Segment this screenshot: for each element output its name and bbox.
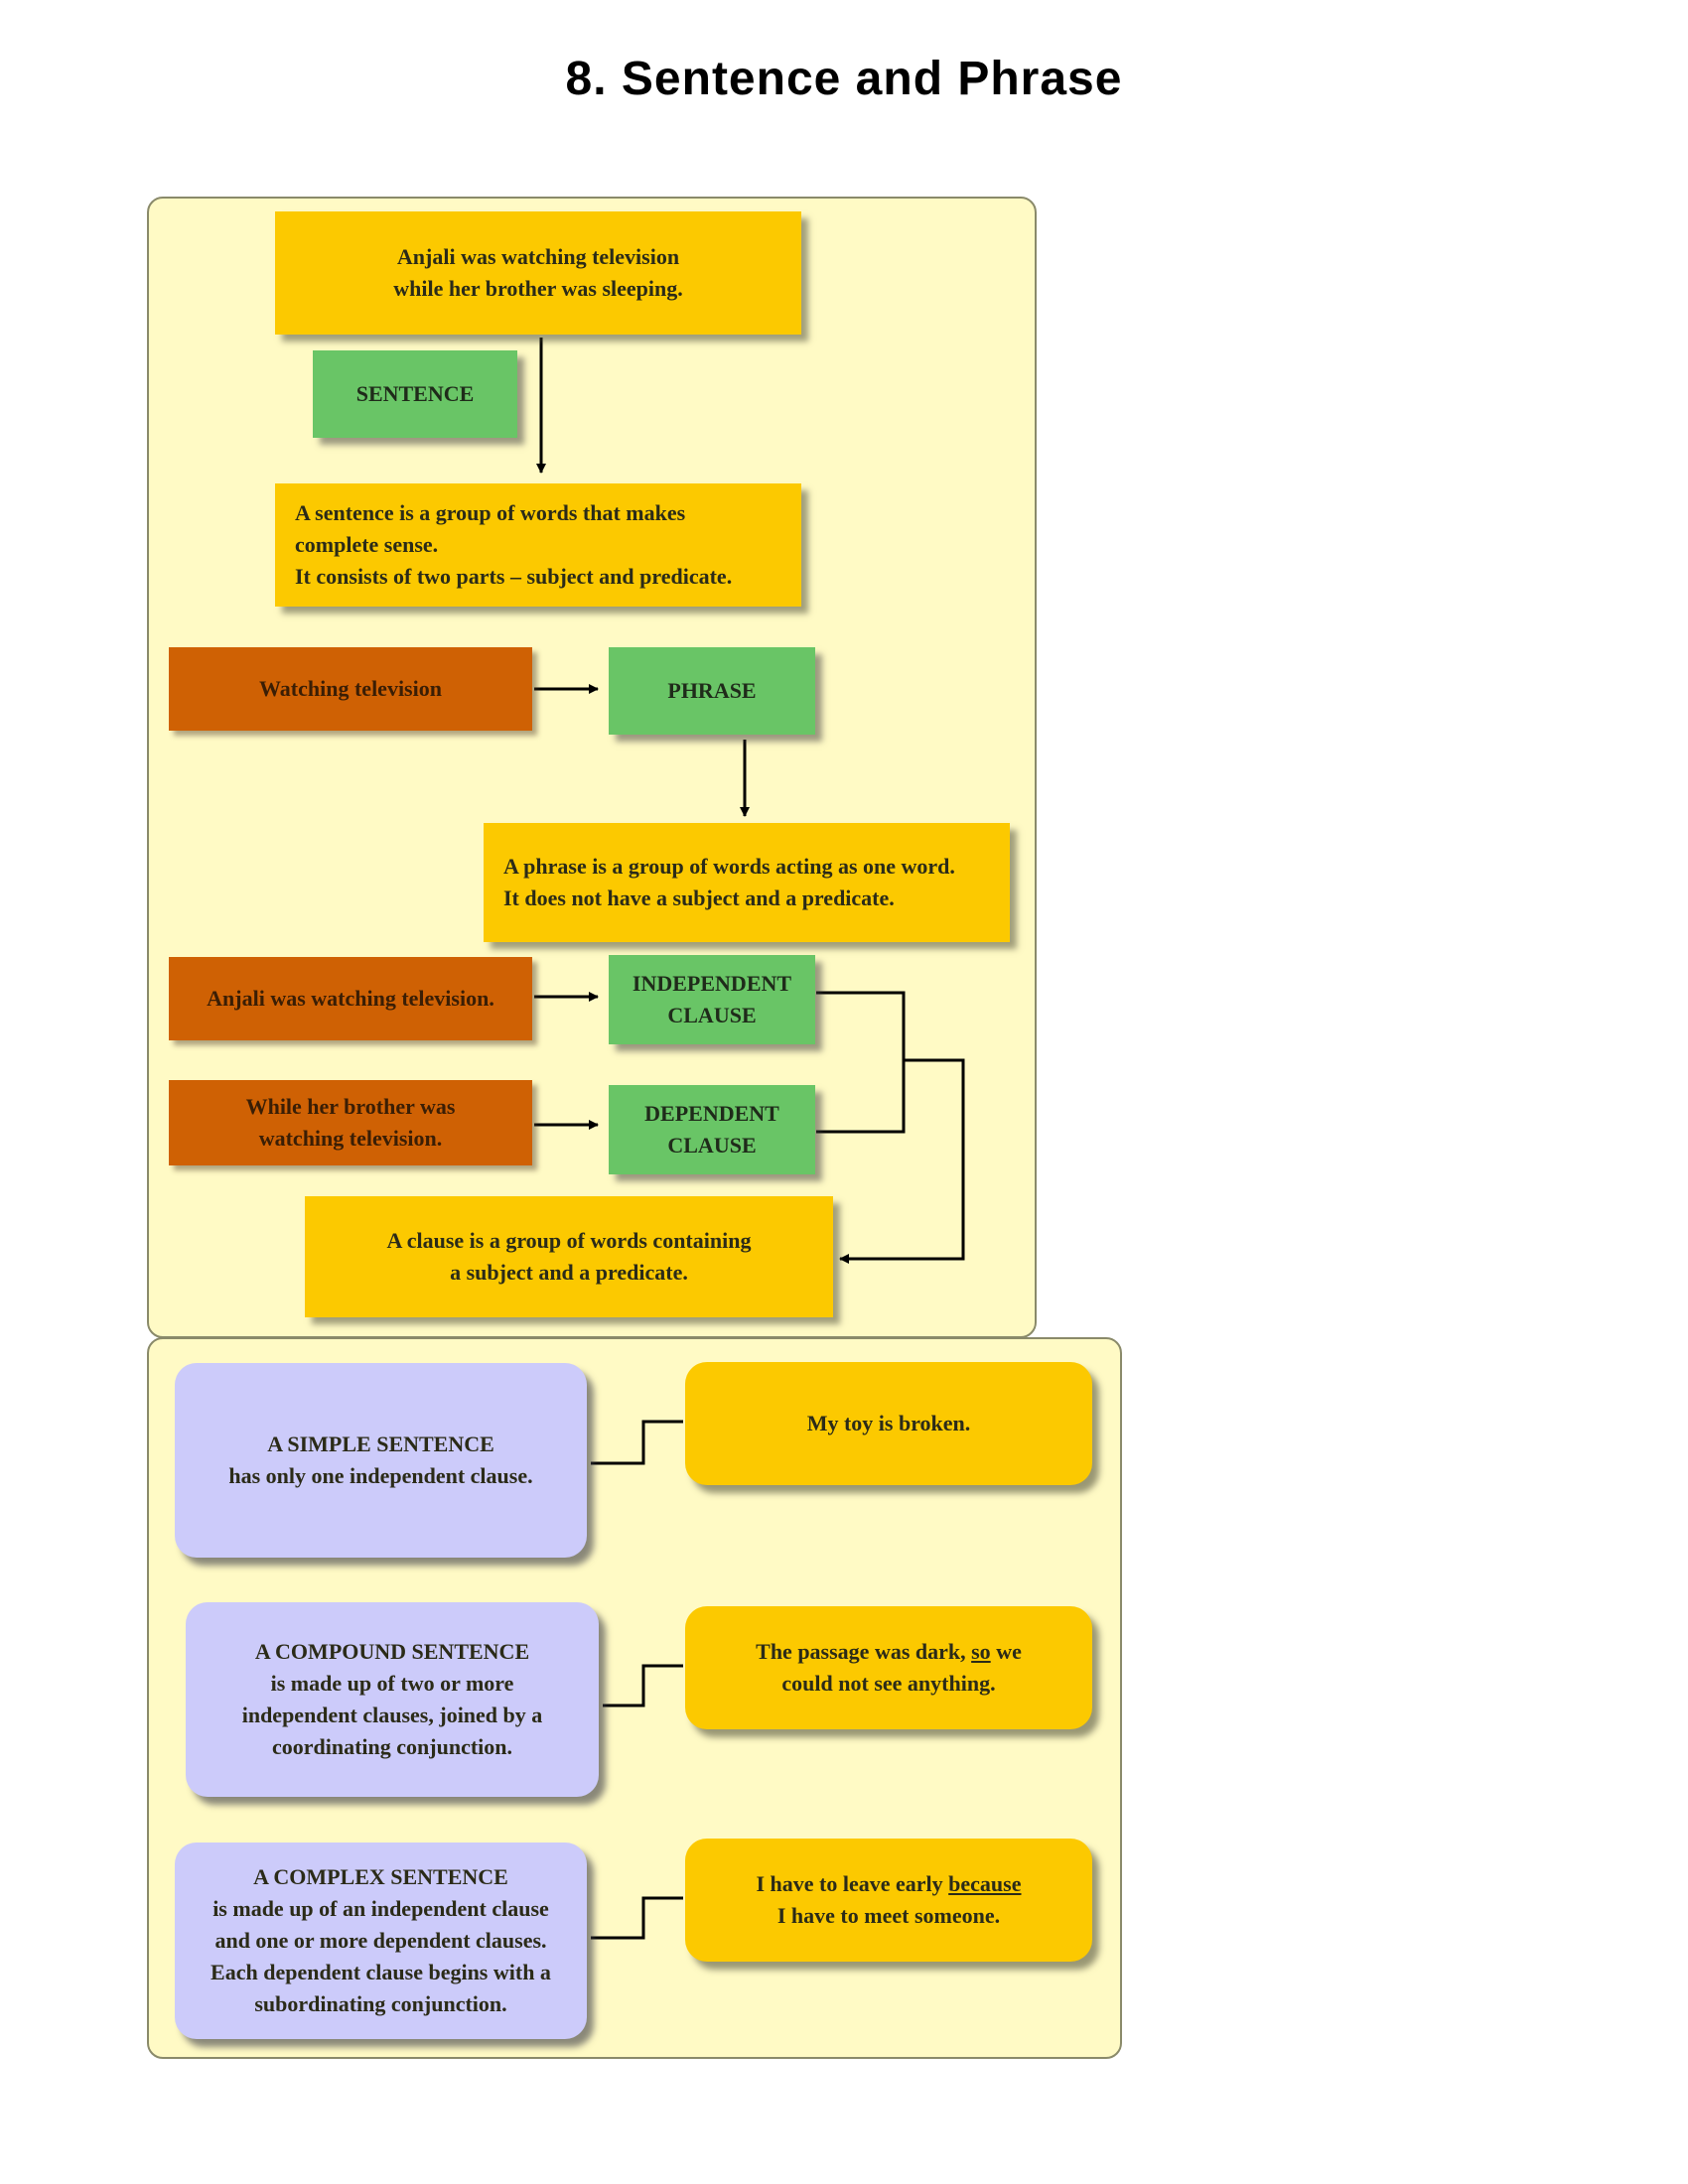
complex-sentence-example: I have to leave early because I have to …	[685, 1839, 1092, 1962]
definition-line: A SIMPLE SENTENCE	[267, 1432, 494, 1456]
definition-line: Each dependent clause begins with a	[211, 1960, 551, 1984]
example-line: could not see anything.	[781, 1671, 996, 1696]
definition-line: A COMPOUND SENTENCE	[254, 1639, 530, 1664]
dependent-example-line: watching television.	[258, 1126, 443, 1151]
definition-line: is made up of two or more	[270, 1671, 514, 1696]
sentence-definition-line: It consists of two parts – subject and p…	[295, 564, 733, 589]
example-text: I have to leave early	[756, 1871, 949, 1896]
simple-sentence-example: My toy is broken.	[685, 1362, 1092, 1485]
dependent-clause-box: DEPENDENT CLAUSE	[609, 1085, 815, 1174]
definition-line: and one or more dependent clauses.	[214, 1928, 547, 1953]
example-text: we	[990, 1639, 1022, 1664]
compound-sentence-definition: A COMPOUND SENTENCE is made up of two or…	[186, 1602, 599, 1797]
phrase-definition-line: It does not have a subject and a predica…	[503, 886, 895, 910]
clause-definition-line: A clause is a group of words containing	[386, 1228, 752, 1253]
clause-definition-box: A clause is a group of words containing …	[305, 1196, 833, 1317]
phrase-example-box: Watching television	[169, 647, 532, 731]
dependent-clause-label: DEPENDENT	[644, 1101, 779, 1126]
page-title: 8. Sentence and Phrase	[565, 53, 1123, 105]
phrase-label-box: PHRASE	[609, 647, 815, 735]
independent-clause-label: CLAUSE	[667, 1003, 757, 1027]
example-sentence-line: Anjali was watching television	[396, 244, 680, 269]
flow-panel	[147, 197, 1037, 1338]
definition-line: coordinating conjunction.	[271, 1734, 513, 1759]
independent-example: Anjali was watching television.	[207, 986, 494, 1011]
phrase-label: PHRASE	[667, 678, 757, 703]
definition-line: subordinating conjunction.	[254, 1991, 507, 2016]
sentence-definition-line: A sentence is a group of words that make…	[295, 500, 686, 525]
sentence-definition-box: A sentence is a group of words that make…	[275, 483, 801, 607]
example-line: My toy is broken.	[807, 1408, 971, 1439]
complex-sentence-definition: A COMPLEX SENTENCE is made up of an inde…	[175, 1843, 587, 2039]
definition-line: independent clauses, joined by a	[241, 1703, 543, 1727]
independent-example-box: Anjali was watching television.	[169, 957, 532, 1040]
example-line: I have to meet someone.	[776, 1903, 1001, 1928]
phrase-definition-box: A phrase is a group of words acting as o…	[484, 823, 1010, 942]
sentence-definition-line: complete sense.	[295, 532, 439, 557]
sentence-label-box: SENTENCE	[313, 350, 517, 438]
sentence-label: SENTENCE	[355, 381, 475, 406]
example-sentence-line: while her brother was sleeping.	[393, 276, 683, 301]
compound-sentence-example: The passage was dark, so we could not se…	[685, 1606, 1092, 1729]
definition-line: has only one independent clause.	[228, 1463, 533, 1488]
definition-line: A COMPLEX SENTENCE	[253, 1864, 508, 1889]
example-line: I have to leave early because	[757, 1868, 1022, 1900]
clause-definition-line: a subject and a predicate.	[450, 1260, 688, 1285]
independent-clause-box: INDEPENDENT CLAUSE	[609, 955, 815, 1044]
dependent-example-box: While her brother was watching televisio…	[169, 1080, 532, 1165]
simple-sentence-definition: A SIMPLE SENTENCE has only one independe…	[175, 1363, 587, 1558]
phrase-definition-line: A phrase is a group of words acting as o…	[503, 854, 955, 879]
phrase-example: Watching television	[259, 676, 442, 701]
conjunction-underlined: because	[948, 1871, 1022, 1896]
conjunction-underlined: so	[971, 1639, 991, 1664]
example-sentence-box: Anjali was watching television while her…	[275, 211, 801, 335]
example-text: My toy is broken.	[806, 1411, 971, 1435]
definition-line: is made up of an independent clause	[212, 1896, 549, 1921]
example-text: The passage was dark,	[756, 1639, 972, 1664]
example-line: The passage was dark, so we	[756, 1636, 1022, 1668]
dependent-clause-label: CLAUSE	[667, 1133, 757, 1158]
dependent-example-line: While her brother was	[245, 1094, 456, 1119]
independent-clause-label: INDEPENDENT	[632, 971, 792, 996]
